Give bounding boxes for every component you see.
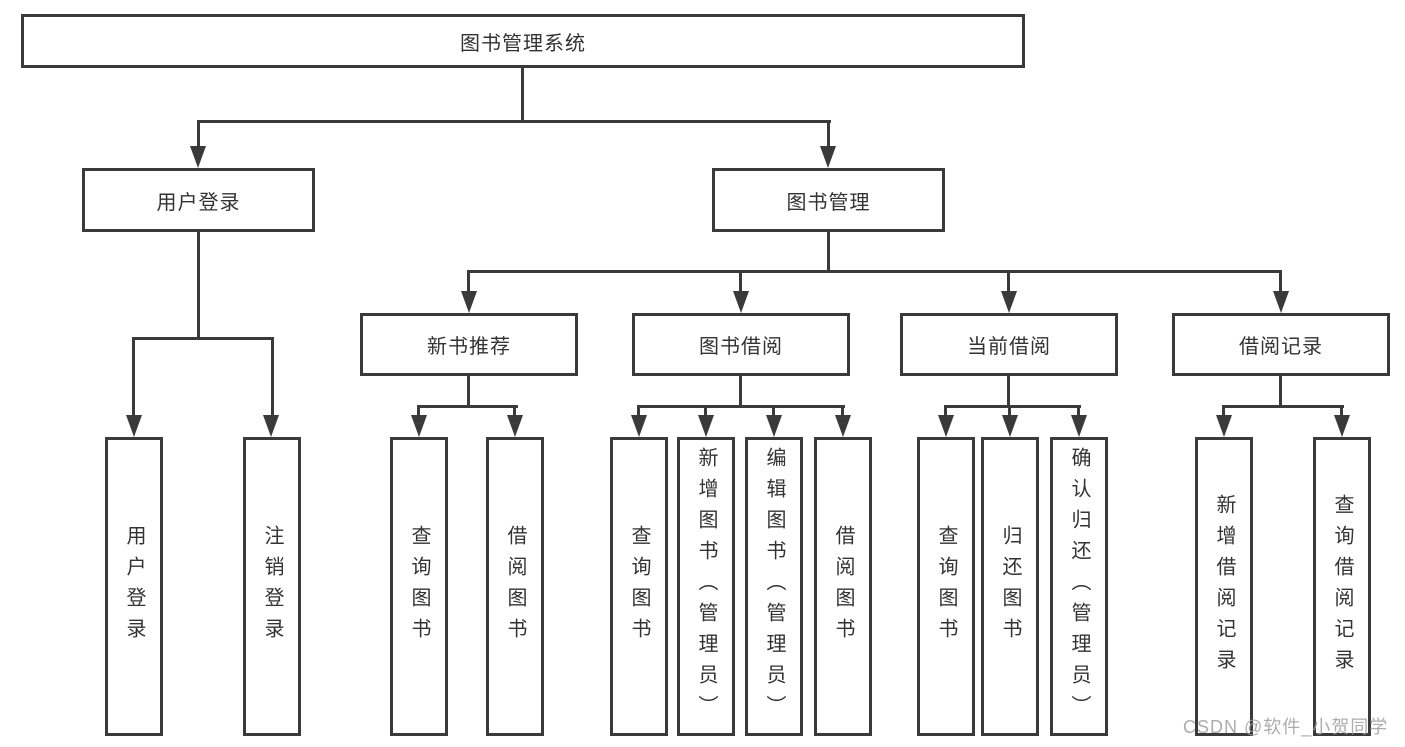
leaf-label: 编辑图书（管理员） (763, 447, 785, 726)
connector-line (1279, 270, 1282, 294)
leaf-label: 用户登录 (123, 524, 145, 649)
arrowhead-down-icon (1334, 415, 1350, 437)
leaf-label: 注销登录 (261, 524, 283, 649)
leaf-add-borrow-record: 新增借阅记录 (1195, 437, 1253, 736)
arrowhead-down-icon (1001, 291, 1017, 313)
connector-line (772, 405, 775, 418)
leaf-borrow-books-recommend: 借阅图书 (486, 437, 544, 736)
arrowhead-down-icon (263, 415, 279, 437)
connector-line (944, 405, 947, 418)
arrowhead-down-icon (733, 291, 749, 313)
connector-line (1007, 376, 1010, 407)
arrowhead-down-icon (190, 146, 206, 168)
connector-line (417, 405, 518, 408)
leaf-label: 查询图书 (935, 524, 957, 649)
leaf-label: 新增图书（管理员） (695, 447, 717, 726)
connector-line (827, 232, 830, 272)
connector-line (467, 270, 1282, 273)
connector-line (1279, 376, 1282, 407)
arrowhead-down-icon (820, 146, 836, 168)
connector-line (637, 405, 640, 418)
leaf-label: 查询图书 (628, 524, 650, 649)
connector-line (271, 337, 274, 417)
connector-line (704, 405, 707, 418)
leaf-label: 确认归还（管理员） (1068, 447, 1090, 726)
connector-line (1222, 405, 1225, 418)
watermark: CSDN @软件_小贺同学 (1183, 717, 1389, 737)
node-new-book-recommend: 新书推荐 (360, 313, 578, 376)
connector-line (521, 68, 524, 120)
node-book-borrowing: 图书借阅 (632, 313, 850, 376)
arrowhead-down-icon (766, 415, 782, 437)
arrowhead-down-icon (411, 415, 427, 437)
arrowhead-down-icon (507, 415, 523, 437)
arrowhead-down-icon (1071, 415, 1087, 437)
leaf-add-books-admin: 新增图书（管理员） (677, 437, 735, 736)
connector-line (637, 405, 845, 408)
leaf-label: 归还图书 (999, 524, 1021, 649)
arrowhead-down-icon (1273, 291, 1289, 313)
connector-line (944, 405, 1081, 408)
connector-line (417, 405, 420, 418)
arrowhead-down-icon (938, 415, 954, 437)
leaf-label: 查询图书 (408, 524, 430, 649)
node-book-borrowing-label: 图书借阅 (699, 336, 783, 358)
leaf-label: 借阅图书 (504, 524, 526, 649)
leaf-query-books-current: 查询图书 (917, 437, 975, 736)
connector-line (197, 120, 200, 148)
node-root-label: 图书管理系统 (460, 32, 586, 55)
leaf-logout: 注销登录 (243, 437, 301, 736)
connector-line (132, 337, 274, 340)
connector-line (197, 120, 831, 123)
leaf-user-login: 用户登录 (105, 437, 163, 736)
arrowhead-down-icon (1002, 415, 1018, 437)
arrowhead-down-icon (631, 415, 647, 437)
arrowhead-down-icon (461, 291, 477, 313)
arrowhead-down-icon (1216, 415, 1232, 437)
connector-line (467, 270, 470, 294)
connector-line (841, 405, 844, 418)
leaf-label: 新增借阅记录 (1213, 493, 1235, 680)
node-current-borrowing: 当前借阅 (900, 313, 1118, 376)
node-root: 图书管理系统 (21, 14, 1025, 68)
arrowhead-down-icon (698, 415, 714, 437)
connector-line (739, 376, 742, 407)
connector-line (197, 232, 200, 337)
arrowhead-down-icon (126, 415, 142, 437)
connector-line (132, 337, 135, 417)
leaf-borrow-books-borrowing: 借阅图书 (814, 437, 872, 736)
connector-line (739, 270, 742, 294)
connector-line (1007, 270, 1010, 294)
leaf-confirm-return-admin: 确认归还（管理员） (1050, 437, 1108, 736)
connector-line (827, 120, 830, 148)
leaf-query-books-recommend: 查询图书 (390, 437, 448, 736)
node-user-login: 用户登录 (82, 168, 315, 232)
leaf-query-borrow-record: 查询借阅记录 (1313, 437, 1371, 736)
node-book-management-label: 图书管理 (786, 191, 871, 214)
arrowhead-down-icon (835, 415, 851, 437)
connector-line (1222, 405, 1344, 408)
connector-line (1008, 405, 1011, 418)
leaf-query-books-borrowing: 查询图书 (610, 437, 668, 736)
node-new-book-recommend-label: 新书推荐 (427, 336, 511, 358)
connector-line (513, 405, 516, 418)
node-user-login-label: 用户登录 (156, 191, 241, 214)
node-borrowing-records: 借阅记录 (1172, 313, 1390, 376)
connector-line (1077, 405, 1080, 418)
node-borrowing-records-label: 借阅记录 (1239, 336, 1323, 358)
leaf-label: 借阅图书 (832, 524, 854, 649)
leaf-edit-books-admin: 编辑图书（管理员） (745, 437, 803, 736)
connector-line (1340, 405, 1343, 418)
leaf-return-books: 归还图书 (981, 437, 1039, 736)
leaf-label: 查询借阅记录 (1331, 493, 1353, 680)
connector-line (467, 376, 470, 407)
node-book-management: 图书管理 (712, 168, 945, 232)
node-current-borrowing-label: 当前借阅 (967, 336, 1051, 358)
